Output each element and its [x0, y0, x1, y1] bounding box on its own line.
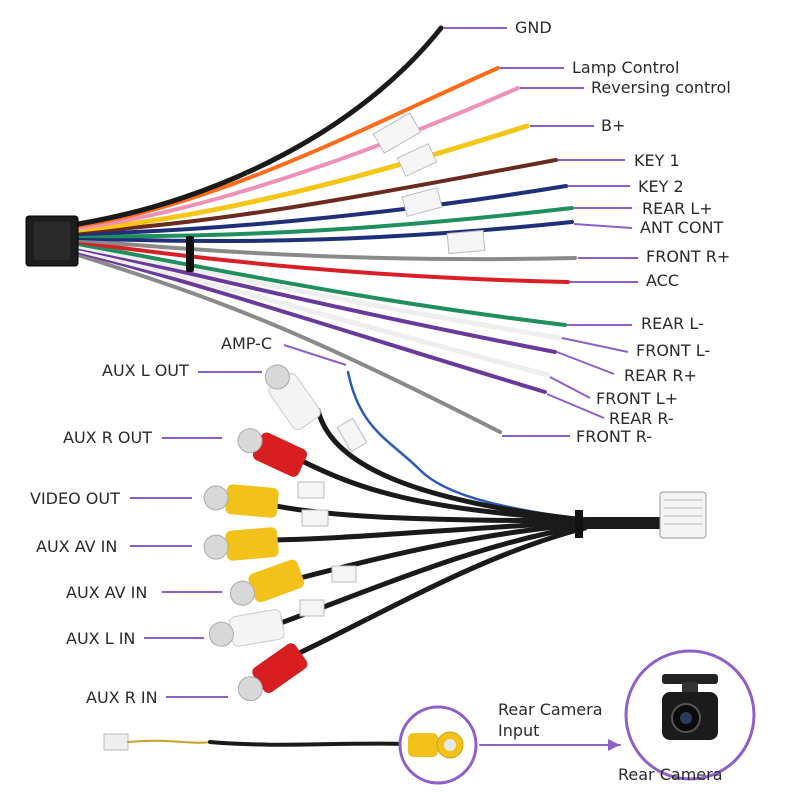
wire-reversing	[76, 86, 520, 230]
camera-harness	[103, 649, 756, 785]
wire-front-l-plus	[75, 247, 551, 378]
rca-plug-aux-av-in-1	[203, 527, 279, 561]
rca-leader-lines	[130, 344, 347, 698]
label-rear-camera-input: Rear Camera Input	[498, 700, 603, 740]
wire-b-plus	[75, 123, 530, 233]
label-front-l-plus: FRONT L+	[596, 389, 679, 408]
label-rear-l-plus: REAR L+	[642, 199, 713, 218]
label-aux-r-out: AUX R OUT	[63, 428, 152, 447]
label-b-plus: B+	[601, 116, 626, 135]
wire-tag	[401, 187, 443, 217]
camera-small-connector	[103, 733, 129, 751]
wire-rear-l-plus	[76, 206, 574, 239]
wire-front-r-minus	[76, 253, 502, 434]
main-harness	[25, 25, 577, 434]
label-aux-av-in-2: AUX AV IN	[66, 583, 148, 602]
wire-lamp	[76, 66, 500, 228]
cable-tie	[186, 236, 194, 272]
rca-plug-aux-l-out	[264, 364, 321, 431]
label-rear-camera: Rear Camera	[618, 765, 723, 784]
label-front-l-minus: FRONT L-	[636, 341, 711, 360]
label-aux-r-in: AUX R IN	[86, 688, 158, 707]
label-aux-l-out: AUX L OUT	[102, 361, 189, 380]
main-leader-lines	[443, 27, 638, 437]
rca-plug-aux-r-in	[237, 643, 308, 702]
wire-key1	[76, 158, 558, 234]
wire-tag	[446, 229, 486, 255]
rca-cable-tie	[575, 510, 583, 538]
label-ant-cont: ANT CONT	[640, 218, 724, 237]
wire-tag	[396, 143, 438, 177]
wire-front-l-minus	[75, 243, 563, 341]
rca-plug-aux-r-out	[237, 428, 307, 477]
rca-harness	[203, 364, 707, 702]
wire-rear-l-minus	[76, 242, 567, 327]
label-lamp-control: Lamp Control	[572, 58, 680, 77]
wire-rear-r-plus	[76, 246, 557, 354]
label-gnd: GND	[515, 18, 552, 37]
label-rear-r-minus: REAR R-	[609, 409, 674, 428]
rca-plug-aux-av-in-2	[229, 559, 305, 606]
wire-tag	[372, 112, 422, 154]
wire-key2	[76, 184, 568, 236]
label-aux-av-in-1: AUX AV IN	[36, 537, 118, 556]
wire-gnd	[75, 25, 444, 227]
wire-ant-cont	[76, 220, 574, 244]
label-reversing-control: Reversing control	[591, 78, 731, 97]
label-amp-c: AMP-C	[221, 334, 272, 353]
wire-front-r-plus	[76, 238, 577, 262]
label-video-out: VIDEO OUT	[30, 489, 120, 508]
label-key1: KEY 1	[634, 151, 680, 170]
wire-acc	[76, 240, 570, 284]
label-rear-l-minus: REAR L-	[641, 314, 704, 333]
label-front-r-minus: FRONT R-	[576, 427, 652, 446]
label-rear-r-plus: REAR R+	[624, 366, 697, 385]
label-aux-l-in: AUX L IN	[66, 629, 136, 648]
rca-connector	[659, 491, 707, 539]
label-key2: KEY 2	[638, 177, 684, 196]
label-acc: ACC	[646, 271, 680, 290]
rca-plug-aux-l-in	[208, 609, 285, 647]
wire-rear-r-minus	[76, 250, 547, 394]
rca-plug-video-out	[203, 484, 279, 518]
label-front-r-plus: FRONT R+	[646, 247, 731, 266]
